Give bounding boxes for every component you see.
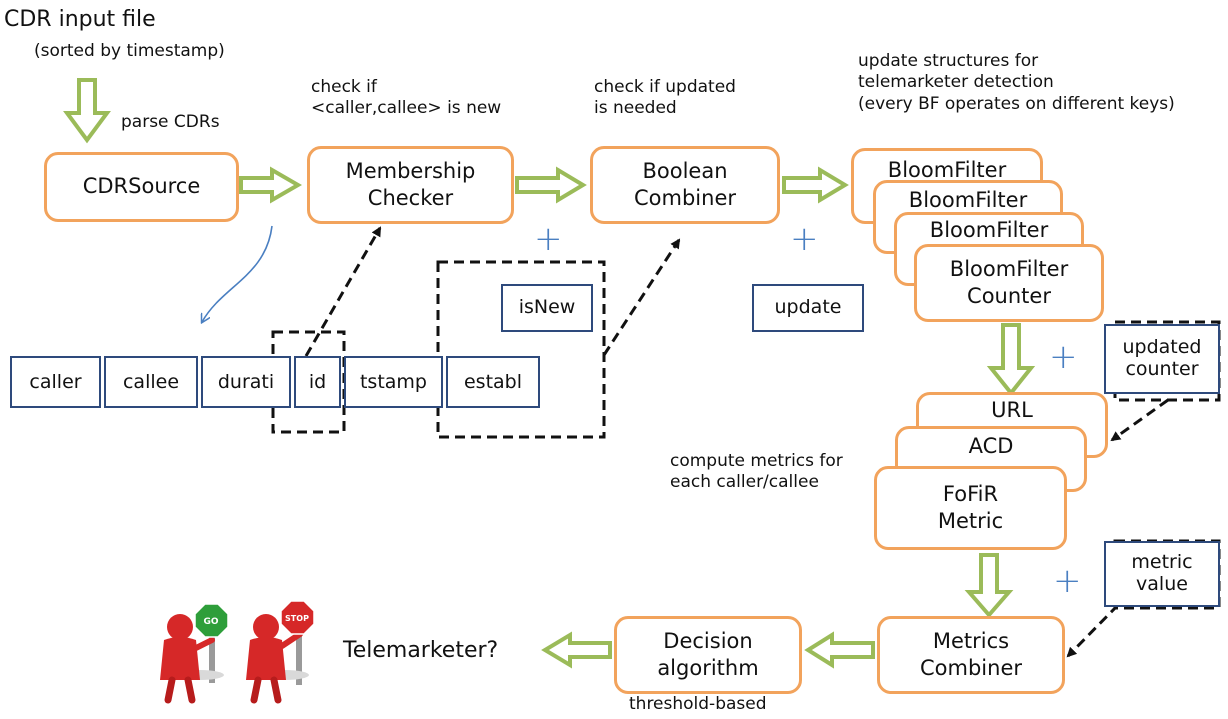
arrow-source-to-membership: [239, 166, 303, 204]
fofir-metric-line-1: FoFiR: [942, 481, 999, 506]
arrow-decision-to-telemarketer: [541, 631, 612, 669]
updated-counter-line-1: updated: [1122, 336, 1202, 359]
go-figure: [160, 603, 229, 704]
metric-value-line-1: metric: [1131, 551, 1193, 574]
counter-to-url-arrow: [1110, 398, 1169, 442]
isnew-to-boolean-arrow: [602, 238, 681, 356]
metrics-note-line-1: compute metrics for: [670, 451, 843, 471]
structures-note-line-2: telemarketer detection: [858, 72, 1054, 93]
isnew-tag: isNew: [501, 284, 593, 332]
boolean-combiner-line-2: Combiner: [634, 186, 736, 210]
check-updated-note-line-1: check if updated: [594, 77, 736, 97]
boolean-combiner-node: Boolean Combiner: [590, 146, 780, 224]
membership-checker-line-2: Checker: [367, 186, 454, 210]
arrow-fofir-to-metrics: [964, 553, 1014, 619]
go-stop-figures: GO STOP: [160, 600, 315, 704]
membership-checker-node: Membership Checker: [307, 146, 514, 224]
check-updated-note: check if updated is needed: [594, 77, 736, 120]
metric-value-line-2: value: [1136, 573, 1188, 595]
record-field-callee: callee: [104, 356, 198, 408]
decision-algorithm-line-1: Decision: [663, 628, 753, 653]
record-field-establ: establ: [446, 356, 540, 408]
metrics-note: compute metrics for each caller/callee: [670, 451, 843, 494]
stop-sign-label: STOP: [285, 614, 309, 623]
stop-figure: [246, 600, 315, 704]
parse-curve-arrow: [202, 225, 273, 322]
record-field-duration: durati: [201, 356, 291, 408]
plus-sign-metric-value: +: [1053, 561, 1082, 601]
id-to-membership-arrow: [304, 226, 382, 357]
diagram-subtitle: (sorted by timestamp): [34, 41, 225, 61]
membership-checker-line-1: Membership: [345, 158, 476, 183]
bloom-filter-counter-line-2: Counter: [967, 284, 1051, 308]
plus-sign-update: +: [790, 219, 819, 259]
metrics-combiner-line-2: Combiner: [920, 656, 1022, 680]
arrow-metrics-to-decision: [804, 631, 875, 669]
check-updated-note-line-2: is needed: [594, 98, 677, 119]
decision-algorithm-line-2: algorithm: [657, 656, 759, 680]
metric-to-metrics-combiner-arrow: [1066, 603, 1120, 658]
arrow-boolean-to-bloom: [782, 166, 849, 204]
metric-value-tag: metric value: [1104, 541, 1220, 607]
plus-sign-updated-counter: +: [1049, 337, 1078, 377]
updated-counter-tag: updated counter: [1104, 324, 1220, 394]
metrics-note-line-2: each caller/callee: [670, 472, 819, 493]
check-new-note-line-2: <caller,callee> is new: [311, 98, 502, 119]
decision-algorithm-node: Decision algorithm: [614, 616, 802, 694]
metrics-combiner-line-1: Metrics: [932, 628, 1010, 653]
isnew-establ-dashed-outline: [436, 260, 606, 439]
check-new-note-line-1: check if: [311, 77, 377, 97]
go-sign-label: GO: [203, 617, 218, 627]
telemarketer-label: Telemarketer?: [343, 638, 499, 663]
metrics-combiner-node: Metrics Combiner: [877, 616, 1065, 694]
fofir-metric-line-2: Metric: [937, 509, 1004, 533]
structures-note-line-1: update structures for: [858, 51, 1039, 71]
cdr-source-node: CDRSource: [44, 152, 239, 222]
updated-counter-line-2: counter: [1125, 358, 1199, 380]
plus-sign-isnew: +: [534, 219, 563, 259]
arrow-bloom-to-url: [986, 323, 1036, 397]
parse-note: parse CDRs: [121, 112, 220, 132]
check-new-note: check if <caller,callee> is new: [311, 77, 501, 120]
record-field-id: id: [294, 356, 341, 408]
bloom-filter-counter-line-1: BloomFilter: [949, 256, 1069, 281]
record-field-caller: caller: [10, 356, 101, 408]
fofir-metric-node: FoFiR Metric: [874, 466, 1067, 550]
bloom-filter-counter-node: BloomFilter Counter: [914, 244, 1104, 322]
structures-note: update structures for telemarketer detec…: [858, 51, 1175, 115]
structures-note-line-3: (every BF operates on different keys): [858, 93, 1175, 114]
arrow-input-down: [63, 78, 111, 144]
threshold-note: threshold-based: [629, 694, 767, 714]
boolean-combiner-line-1: Boolean: [642, 158, 728, 183]
arrow-membership-to-boolean: [515, 166, 587, 204]
update-tag: update: [752, 284, 864, 332]
record-field-tstamp: tstamp: [344, 356, 443, 408]
diagram-title: CDR input file: [4, 7, 156, 32]
